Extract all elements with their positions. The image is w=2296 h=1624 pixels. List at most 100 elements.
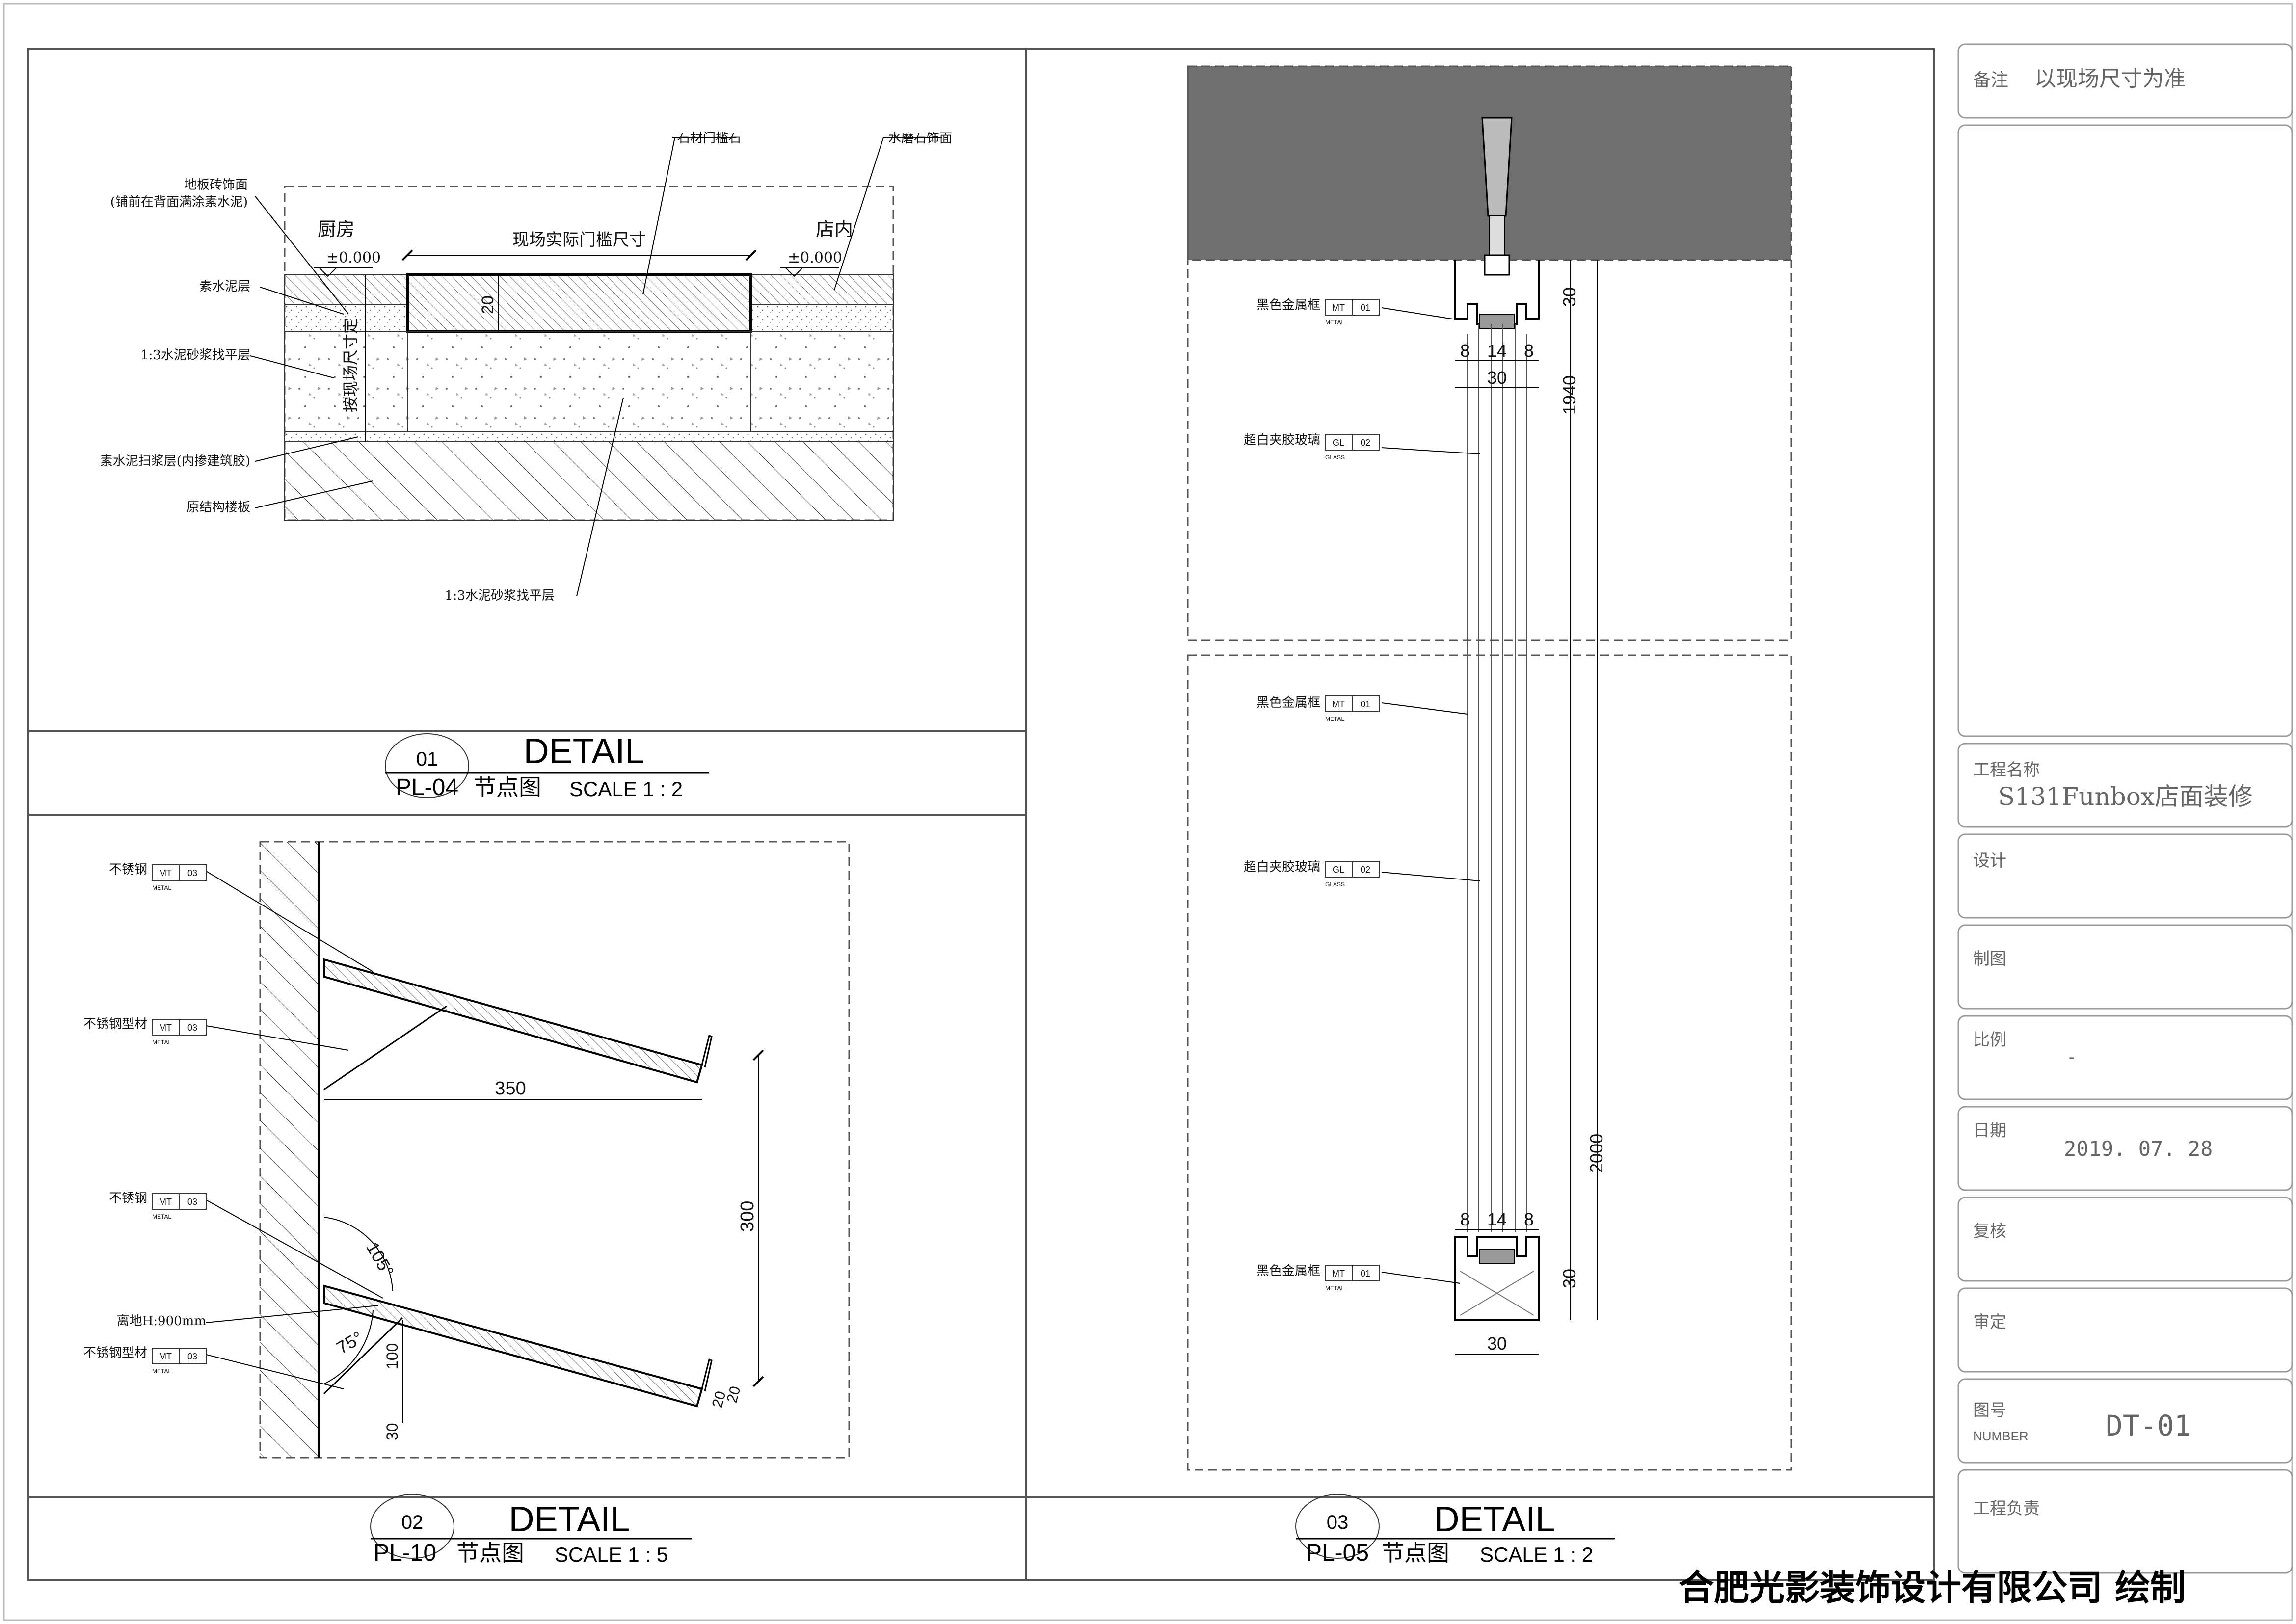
label-height: 离地H:900mm	[117, 1314, 206, 1329]
detail-01-title-text: DETAIL	[524, 732, 645, 771]
scale-label: 比例	[1973, 1030, 2006, 1050]
number-label-en: NUMBER	[1973, 1429, 2029, 1443]
dim-100: 100	[383, 1343, 401, 1369]
svg-text:GLASS: GLASS	[1325, 881, 1345, 888]
dim-8-d: 8	[1524, 1209, 1534, 1229]
svg-text:03: 03	[187, 868, 197, 878]
dim-8-b: 8	[1524, 341, 1534, 361]
remarks-value: 以现场尺寸为准	[2034, 66, 2186, 91]
detail-03-number: 03	[1327, 1512, 1349, 1533]
number-value: DT-01	[2106, 1409, 2191, 1442]
company-name: 合肥光影装饰设计有限公司 绘制	[1679, 1567, 2186, 1608]
svg-text:03: 03	[187, 1352, 197, 1361]
svg-text:GLASS: GLASS	[1325, 454, 1345, 461]
dim-30-bottom: 30	[1559, 1269, 1579, 1288]
label-slab: 原结构楼板	[187, 500, 250, 515]
svg-text:GL: GL	[1333, 438, 1344, 448]
dim-300: 300	[737, 1201, 758, 1232]
svg-text:MT: MT	[1332, 1269, 1345, 1278]
detail-03-drawing	[1187, 65, 1792, 1471]
dim-30: 30	[383, 1423, 401, 1440]
svg-text:01: 01	[1361, 699, 1370, 709]
manager-label: 工程负责	[1973, 1499, 2040, 1518]
label-terrazzo: 水磨石饰面	[888, 131, 952, 146]
detail-01-labels: 地板砖饰面 (铺前在背面满涂素水泥) 厨房 店内 ±0.000 ±0.000 现…	[100, 131, 952, 603]
label-site-dim: 按现场尺寸定	[341, 318, 360, 412]
design-label: 设计	[1973, 851, 2006, 871]
dim-105-deg: 105°	[362, 1239, 398, 1280]
detail-01-number: 01	[416, 748, 438, 770]
label-ultra-glass-1: 超白夹胶玻璃	[1244, 433, 1320, 448]
svg-text:METAL: METAL	[152, 1213, 171, 1220]
label-tile-note: (铺前在背面满涂素水泥)	[110, 195, 248, 210]
svg-text:03: 03	[187, 1197, 197, 1207]
label-slurry-layer: 素水泥扫浆层(内掺建筑胶)	[100, 454, 250, 469]
dim-8-c: 8	[1460, 1209, 1470, 1229]
label-tile: 地板砖饰面	[184, 178, 248, 192]
svg-text:MT: MT	[1332, 699, 1345, 709]
label-black-frame-3: 黑色金属框	[1256, 1264, 1320, 1278]
dim-2000: 2000	[1586, 1134, 1606, 1173]
detail-01-subtitle: 节点图	[474, 774, 541, 800]
detail-03-scale: SCALE 1 : 2	[1480, 1543, 1593, 1566]
scale-value: -	[2069, 1047, 2075, 1067]
dim-30-top: 30	[1559, 287, 1579, 307]
svg-text:MT: MT	[159, 1197, 172, 1207]
title-block-text: 备注 以现场尺寸为准 工程名称 S131Funbox店面装修 设计 制图 比例 …	[1973, 66, 2253, 1518]
dim-20: 20	[479, 295, 497, 314]
project-value: S131Funbox店面装修	[1998, 782, 2253, 811]
label-cement-layer: 素水泥层	[199, 279, 250, 294]
dim-1940: 1940	[1559, 375, 1579, 415]
detail-02-title-text: DETAIL	[509, 1500, 630, 1539]
svg-text:02: 02	[1361, 865, 1370, 875]
svg-text:METAL: METAL	[152, 1368, 171, 1375]
detail-02-number: 02	[401, 1512, 424, 1533]
dim-14-b: 14	[1487, 1209, 1507, 1229]
svg-text:METAL: METAL	[1325, 716, 1344, 722]
svg-text:MT: MT	[1332, 303, 1345, 313]
detail-03-ref: PL-05	[1306, 1540, 1369, 1566]
label-mortar-layer: 1:3水泥砂浆找平层	[140, 348, 250, 363]
label-threshold-stone: 石材门槛石	[677, 131, 741, 146]
dim-30-base: 30	[1487, 1333, 1507, 1354]
svg-text:01: 01	[1361, 1269, 1370, 1278]
detail-02-drawing	[206, 841, 850, 1459]
svg-text:METAL: METAL	[1325, 319, 1344, 326]
detail-02-ref: PL-10	[374, 1540, 436, 1566]
svg-text:METAL: METAL	[152, 884, 171, 891]
material-tags: MT 03 METAL MT 03 METAL MT 03 METAL MT 0…	[152, 864, 207, 1375]
svg-text:03: 03	[187, 1023, 197, 1033]
svg-text:MT: MT	[159, 1352, 172, 1361]
svg-text:MT: MT	[159, 868, 172, 878]
svg-text:01: 01	[1361, 303, 1370, 313]
svg-text:02: 02	[1361, 438, 1370, 448]
detail-02-labels: 不锈钢 不锈钢型材 不锈钢 离地H:900mm 不锈钢型材 MT 03 META…	[83, 862, 758, 1440]
sheet-outer-border	[3, 3, 2293, 1621]
label-black-frame-1: 黑色金属框	[1256, 298, 1320, 313]
detail-03-labels: 黑色金属框 超白夹胶玻璃 黑色金属框 超白夹胶玻璃 黑色金属框 MT 01 ME…	[1244, 287, 1606, 1354]
detail-01-drawing	[250, 137, 942, 597]
svg-text:MT: MT	[159, 1023, 172, 1033]
label-stainless-2: 不锈钢	[109, 1191, 147, 1206]
detail-02-subtitle: 节点图	[456, 1540, 524, 1566]
date-value: 2019. 07. 28	[2064, 1137, 2213, 1161]
label-store: 店内	[816, 218, 853, 240]
project-label: 工程名称	[1973, 760, 2040, 780]
detail-03-title-text: DETAIL	[1434, 1500, 1555, 1539]
detail-01-ref: PL-04	[396, 774, 458, 800]
approve-label: 审定	[1973, 1312, 2006, 1332]
remarks-label: 备注	[1973, 70, 2008, 90]
label-mortar-layer-2: 1:3水泥砂浆找平层	[445, 588, 555, 603]
detail-03-subtitle: 节点图	[1382, 1540, 1449, 1566]
dim-30-a: 30	[1487, 368, 1507, 388]
dim-20-b: 20	[724, 1384, 744, 1405]
dim-8-a: 8	[1460, 341, 1470, 361]
label-ultra-glass-2: 超白夹胶玻璃	[1244, 860, 1320, 875]
date-label: 日期	[1973, 1121, 2006, 1141]
detail-01-title: 01 PL-04 DETAIL 节点图 SCALE 1 : 2	[385, 732, 709, 800]
label-kitchen: 厨房	[318, 218, 355, 240]
label-black-frame-2: 黑色金属框	[1256, 695, 1320, 710]
material-tags-d3: MT 01 METAL GL 02 GLASS MT 01 METAL GL 0…	[1325, 299, 1380, 1292]
detail-03-title: 03 PL-05 DETAIL 节点图 SCALE 1 : 2	[1295, 1494, 1615, 1566]
number-label: 图号	[1973, 1401, 2006, 1420]
